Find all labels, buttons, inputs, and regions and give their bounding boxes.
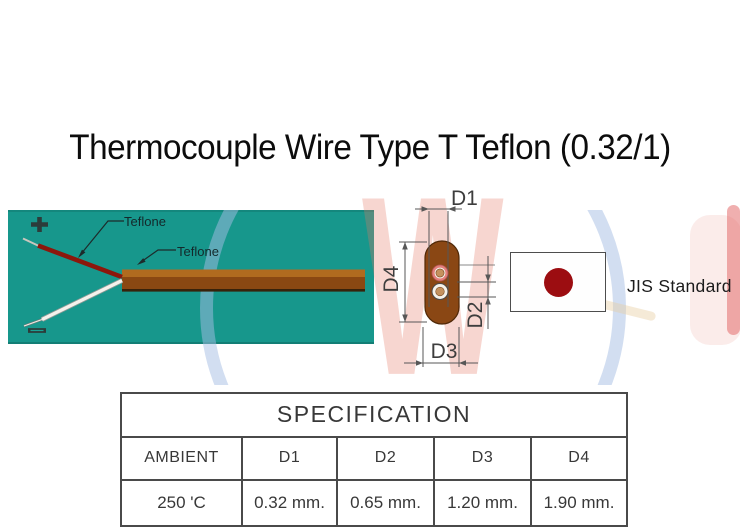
d4-arrow-icon <box>402 242 408 250</box>
cable-front-face <box>122 277 365 289</box>
negative-wire-insulation <box>41 279 123 321</box>
spec-header-d1: D1 <box>243 437 338 482</box>
spec-table-title: SPECIFICATION <box>122 394 626 438</box>
spec-value-d4: 1.90 mm. <box>543 493 615 513</box>
flat-cable-drawing <box>122 269 365 292</box>
page-title: Thermocouple Wire Type T Teflon (0.32/1) <box>69 128 671 167</box>
positive-wire <box>22 237 123 280</box>
callout-leader-line <box>140 249 176 263</box>
d1-arrow-icon <box>421 206 429 212</box>
watermark-ring-clip <box>150 210 660 385</box>
spec-header-d2: D2 <box>338 437 435 482</box>
d4-arrow-icon <box>402 314 408 322</box>
positive-wire-insulation <box>37 243 123 280</box>
dimension-labels: D1 D4 D2 D3 <box>380 187 487 363</box>
d3-arrow-icon <box>416 360 423 366</box>
spec-header-d3: D3 <box>435 437 532 482</box>
negative-wire <box>23 278 124 328</box>
d2-arrow-icon <box>485 274 491 282</box>
specification-table: SPECIFICATION AMBIENT D1 D2 D3 D4 250 'C… <box>120 392 628 527</box>
d1-arrow-icon <box>448 206 456 212</box>
spec-header-d4: D4 <box>532 438 626 482</box>
callout-arrow-icon <box>78 249 86 258</box>
dim-label-d2: D2 <box>464 302 487 329</box>
cable-bottom-edge <box>122 289 365 292</box>
cable-cross-section <box>424 240 460 325</box>
spec-value-d2: 0.65 mm. <box>338 481 435 525</box>
positive-conductor-core <box>435 268 445 278</box>
spec-value-ambient: 250 'C <box>122 481 243 525</box>
dim-label-d4: D4 <box>380 265 403 292</box>
dim-label-d1: D1 <box>451 187 478 210</box>
polarity-symbols <box>28 217 48 333</box>
teflon-label-bottom: Teflone <box>177 244 219 259</box>
teflon-callouts: Teflone Teflone <box>78 214 219 265</box>
callout-arrow-icon <box>137 258 146 265</box>
negative-wire-conductor-tip <box>23 318 43 327</box>
spec-value-d1: 0.32 mm. <box>243 481 338 525</box>
japan-flag <box>510 252 606 312</box>
callout-leader-line <box>80 220 124 255</box>
teflon-label-top: Teflone <box>124 214 166 229</box>
cross-section-dimension-lines <box>399 208 496 367</box>
cable-top-surface <box>122 269 365 277</box>
dimension-arrowheads <box>402 206 491 366</box>
d3-arrow-icon <box>459 360 466 366</box>
watermark-letter-d-stroke <box>727 205 740 335</box>
negative-conductor-core <box>435 286 445 297</box>
spec-value-d3: 1.20 mm. <box>435 481 532 525</box>
spec-header-ambient: AMBIENT <box>122 437 243 482</box>
d2-arrow-icon <box>485 297 491 305</box>
dim-label-d3: D3 <box>431 340 458 363</box>
positive-wire-conductor-tip <box>22 237 41 248</box>
japan-flag-sun-icon <box>544 268 573 297</box>
jis-standard-label: JIS Standard <box>627 276 732 296</box>
